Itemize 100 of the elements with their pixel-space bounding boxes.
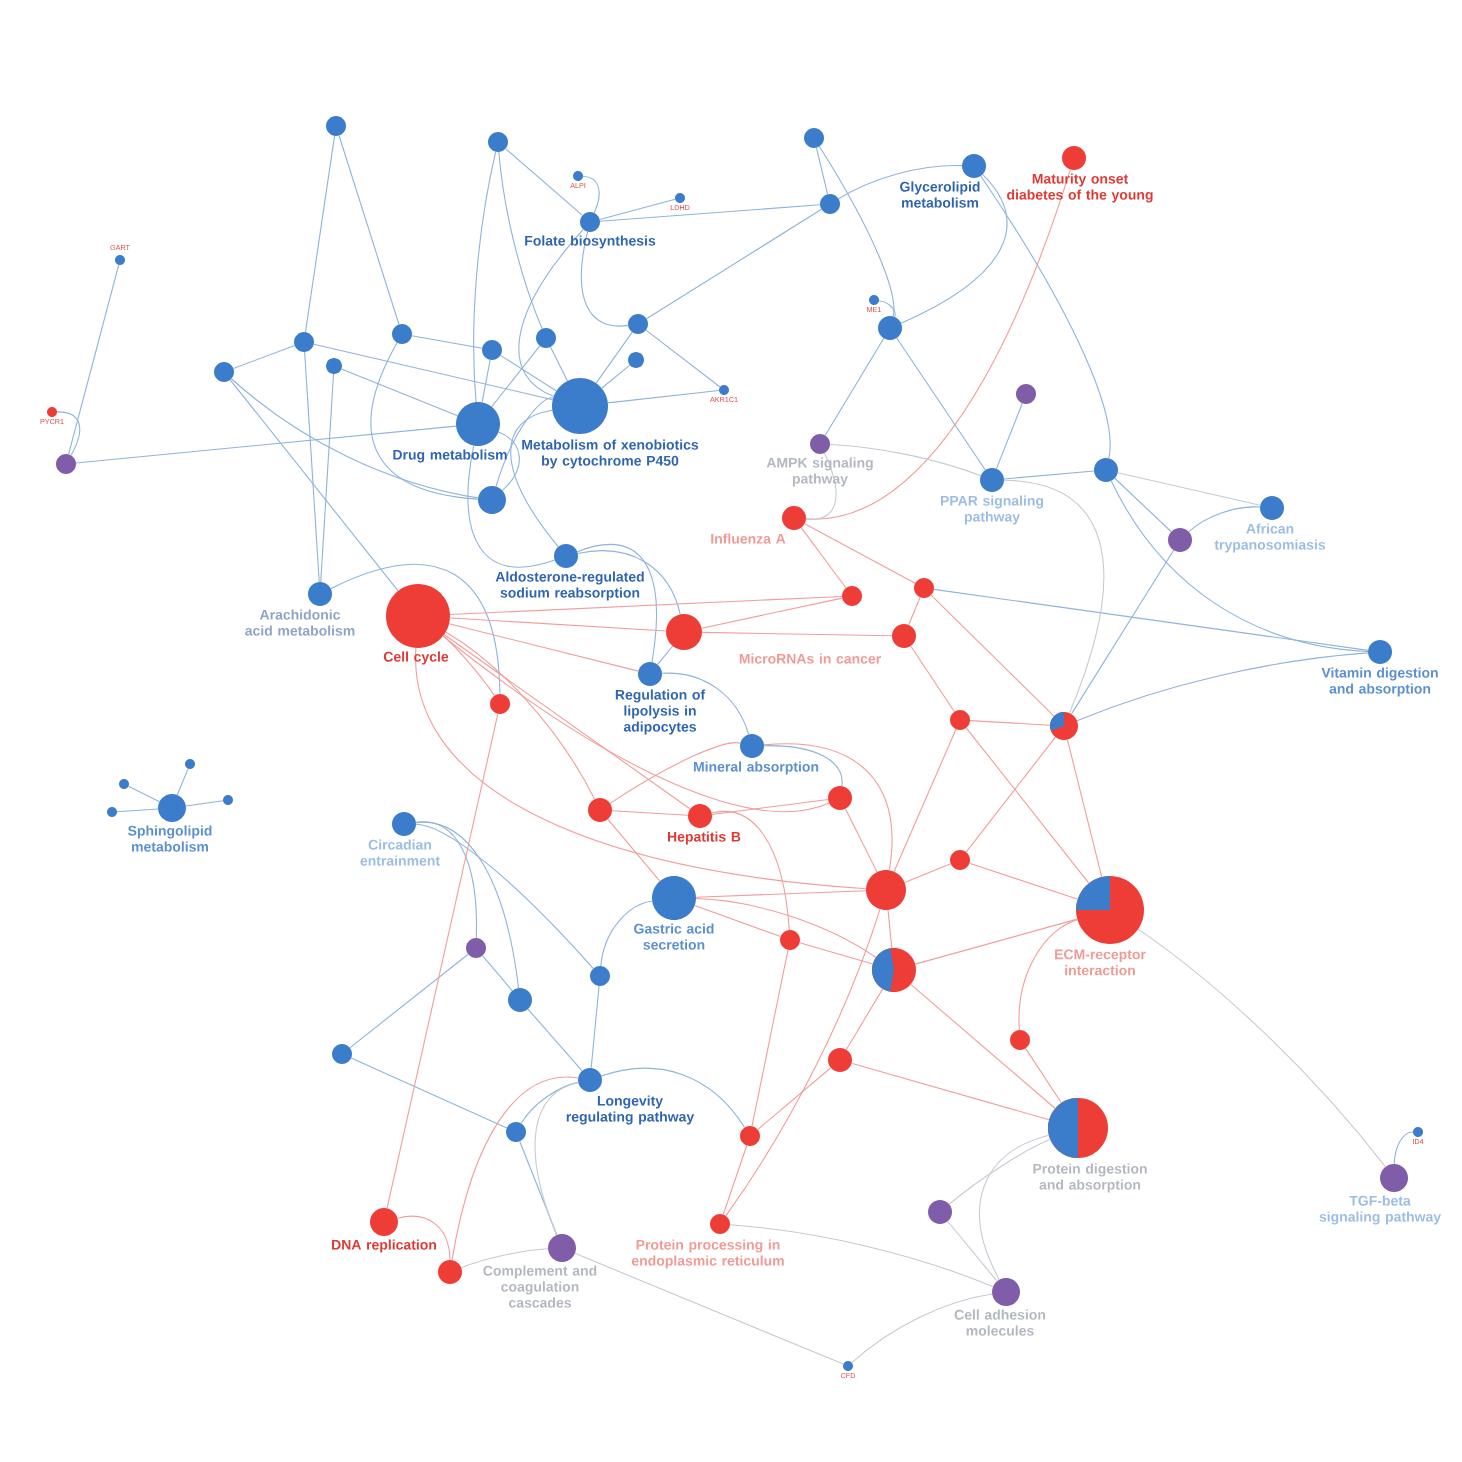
edge-line (805, 168, 1071, 520)
edge-line (799, 942, 874, 965)
edge-line (370, 342, 479, 500)
node-dot (294, 332, 314, 352)
edge-line (1066, 739, 1103, 878)
edge-line (229, 379, 399, 592)
edge-line (495, 397, 554, 488)
node-dot (158, 794, 186, 822)
edge-line (1137, 928, 1386, 1168)
edge-line (729, 1224, 994, 1288)
edge-line (415, 823, 594, 970)
edge-line (415, 821, 520, 989)
node-dot (780, 930, 800, 950)
edge-line (694, 904, 782, 938)
edge-line (520, 1081, 579, 1124)
node-dot (1076, 876, 1144, 944)
edge-line (448, 623, 639, 672)
edge-line (980, 175, 1111, 459)
edge-line (645, 329, 721, 388)
edge-line (519, 1140, 558, 1236)
node-dot (552, 378, 608, 434)
edge-line (611, 810, 689, 816)
edge-line (56, 411, 81, 456)
edge-line (995, 402, 1023, 470)
node-dot (1010, 1030, 1030, 1050)
node-dot (506, 1122, 526, 1142)
edge-line (1110, 480, 1369, 652)
node-dot (950, 850, 970, 870)
edge-line (607, 818, 661, 882)
edge-line (75, 425, 457, 464)
node-dot (820, 194, 840, 214)
edge-line (1114, 477, 1172, 533)
node-dot (1260, 496, 1284, 520)
node-dot (842, 586, 862, 606)
edge-line (695, 890, 867, 898)
edge-line (467, 445, 556, 568)
node-dot (638, 662, 662, 686)
edge-line (580, 231, 629, 327)
edge-line (1003, 470, 1095, 480)
edge-line (443, 633, 691, 810)
edge-line (232, 344, 296, 370)
edge-line (176, 768, 189, 796)
node-dot (478, 486, 506, 514)
edge-line (751, 949, 789, 1127)
node-dot (828, 786, 852, 810)
edge-line (695, 898, 877, 958)
edge-line (518, 228, 584, 397)
edge-line (1024, 1047, 1063, 1104)
node-dot (740, 734, 764, 758)
node-dot (554, 544, 578, 568)
node-dot (588, 798, 612, 822)
edge-line (947, 1220, 998, 1282)
edge-line (338, 135, 400, 326)
node-dot (810, 434, 830, 454)
edge-line (230, 378, 479, 499)
edge-line (599, 198, 676, 220)
node-dot (628, 314, 648, 334)
edge-line (1393, 1131, 1414, 1165)
node-dot (914, 578, 934, 598)
node-dot (666, 614, 702, 650)
edge-line (460, 1248, 549, 1269)
node-dot (580, 212, 600, 232)
node-dot (1380, 1164, 1408, 1192)
node-dot (688, 804, 712, 828)
edge-line (824, 337, 885, 436)
edge-line (330, 564, 501, 695)
edge-line (900, 173, 1008, 324)
edge-line (711, 811, 790, 931)
node-dot (740, 1126, 760, 1146)
edge-line (829, 443, 982, 477)
node-dot (590, 966, 610, 986)
node-dot (536, 328, 556, 348)
edge-line (701, 597, 843, 629)
edge-line (497, 431, 520, 492)
edge-line (491, 345, 541, 408)
edge-line (1076, 652, 1369, 722)
node-dot (490, 694, 510, 714)
node-dot (628, 352, 644, 368)
edge-line (350, 1057, 508, 1129)
edge-line (498, 151, 543, 330)
edge-line (481, 955, 513, 992)
edge-line (601, 364, 631, 389)
node-dot (326, 358, 342, 374)
edge-line (386, 713, 499, 1209)
edge-line (933, 588, 1369, 651)
edge-line (908, 596, 921, 626)
edge-line (304, 351, 320, 583)
edge-line (442, 635, 495, 697)
edge-line (449, 595, 843, 616)
edge-line (577, 550, 681, 615)
edge-line (965, 727, 1090, 884)
edge-line (1117, 472, 1261, 506)
node-dot (992, 1278, 1020, 1306)
edge-line (549, 346, 569, 382)
node-dot (980, 468, 1004, 492)
edge-line (595, 331, 633, 384)
edge-line (893, 728, 957, 873)
node-dot (950, 710, 970, 730)
edge-line (645, 208, 823, 320)
edge-line (979, 1134, 1050, 1281)
